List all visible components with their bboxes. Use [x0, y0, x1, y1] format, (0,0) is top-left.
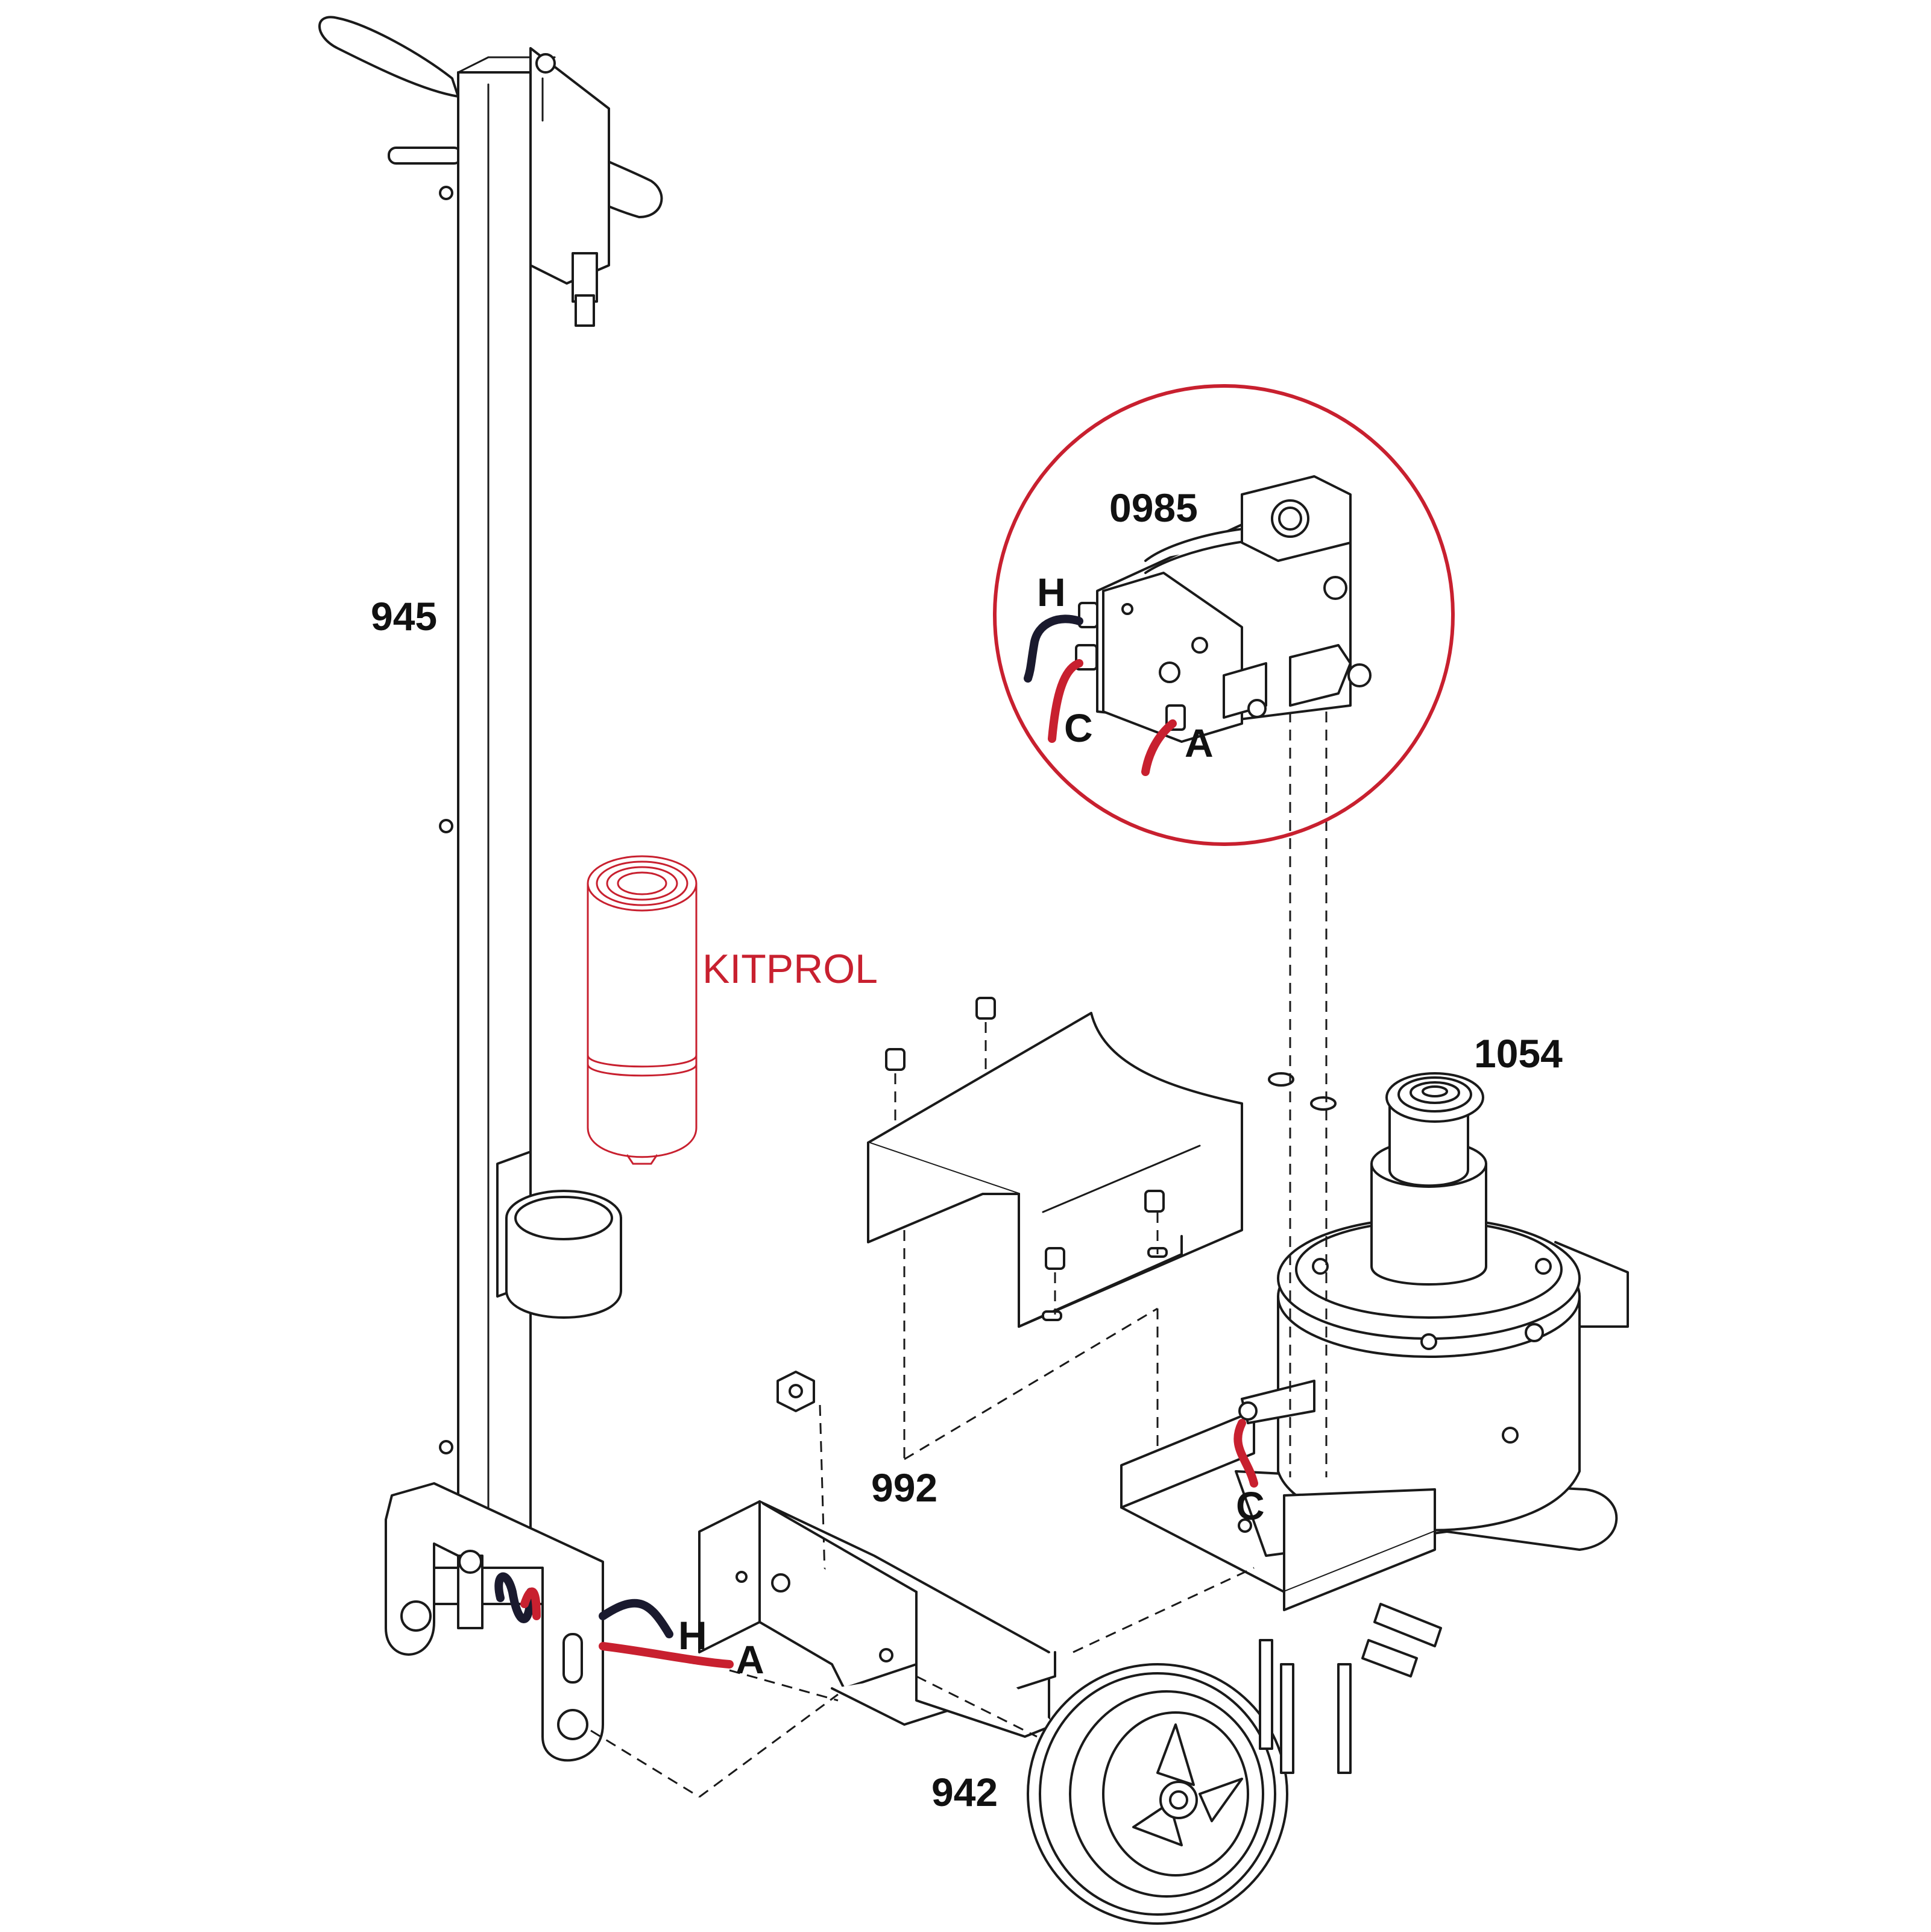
- jack-cylinder: [1120, 712, 1629, 1774]
- label-base-h: H: [678, 1613, 707, 1658]
- handle-grip-left: [318, 16, 459, 98]
- pump-hose-a: [1141, 719, 1177, 776]
- pump-detail-circle: [993, 384, 1455, 846]
- label-pump-c: C: [1064, 706, 1093, 750]
- frame-handle-assembly: [318, 16, 663, 1762]
- hose-h-black: [494, 1572, 673, 1638]
- label-base-a: A: [736, 1637, 764, 1682]
- bolt-1: [1259, 1639, 1273, 1750]
- label-pump-a: A: [1185, 721, 1214, 765]
- hose-a-red: [520, 1587, 734, 1668]
- cup-holder: [496, 1151, 622, 1319]
- frame-post: [457, 71, 532, 1563]
- label-0985: 0985: [1109, 485, 1198, 530]
- pump-hose-c: [1048, 659, 1083, 743]
- cover-screws: [885, 997, 1165, 1270]
- lock-pin: [388, 147, 462, 165]
- wheel-bracket: [698, 1500, 1056, 1738]
- label-kitprol: KITPROL: [702, 946, 878, 992]
- cover-plate: [867, 997, 1243, 1460]
- label-942: 942: [931, 1770, 998, 1814]
- label-1054: 1054: [1474, 1031, 1563, 1076]
- label-945: 945: [371, 594, 437, 639]
- air-pump: [1075, 475, 1372, 743]
- label-pump-h: H: [1037, 570, 1066, 614]
- label-jack-c: C: [1236, 1483, 1265, 1528]
- pump-hose-h: [1024, 614, 1083, 683]
- kitprol-cylinder: [587, 855, 698, 1165]
- wheel: [1027, 1663, 1288, 1925]
- frame-base-bracket: [385, 1482, 604, 1762]
- label-992: 992: [871, 1465, 937, 1510]
- bolt-3: [1337, 1663, 1352, 1774]
- bolt-2: [1280, 1663, 1294, 1774]
